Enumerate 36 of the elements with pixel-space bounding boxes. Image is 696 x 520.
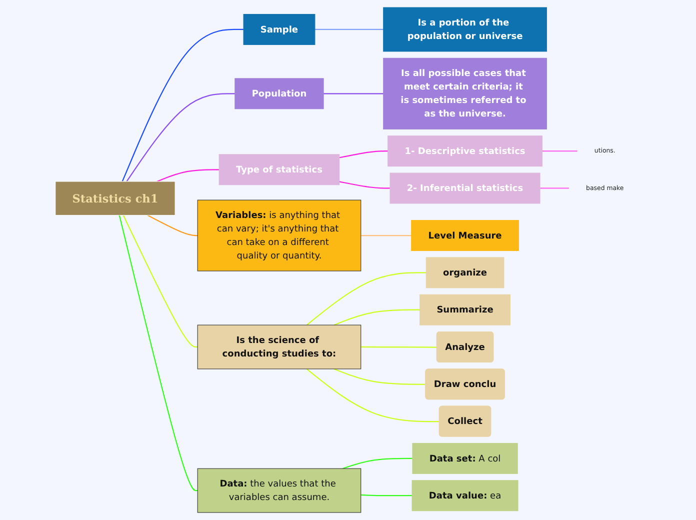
node-box: Statistics ch1	[55, 181, 176, 216]
node-box: Population	[234, 78, 324, 110]
node-box: Data set: A col	[412, 442, 518, 474]
node-box: Level Measure	[411, 220, 519, 251]
connector	[314, 28, 384, 30]
node-box: Is all possible cases that meet certain criteria; it is sometimes referred to as the universe.	[383, 58, 547, 130]
connector	[306, 368, 440, 422]
connector	[360, 494, 412, 496]
node-box: 1- Descriptive statistics	[388, 136, 542, 167]
connector	[306, 272, 426, 326]
connector	[122, 215, 198, 348]
node-box: 2- Inferential statistics	[390, 172, 540, 204]
connector	[118, 215, 198, 492]
node-box: Is the science of conducting studies to:	[197, 324, 362, 370]
connector	[126, 93, 235, 182]
connector	[540, 188, 570, 189]
connector	[542, 150, 578, 152]
node-box: Type of statistics	[218, 154, 340, 186]
node-box: Sample	[243, 14, 316, 45]
connector	[147, 214, 198, 236]
node-box: Data value: ea	[412, 480, 518, 512]
connector	[339, 181, 390, 189]
connector	[334, 368, 426, 385]
node-box: Is a portion of the population or universe	[383, 7, 547, 52]
connector	[324, 93, 384, 94]
connector	[360, 346, 437, 348]
connector	[156, 169, 220, 182]
connector	[334, 309, 420, 326]
node-box: Data: the values that the variables can assume.	[197, 468, 362, 513]
node-box: Variables: is anything that can vary; it's anything that can take on a different quality or quantity.	[197, 200, 362, 272]
connector	[360, 234, 412, 236]
connector	[342, 458, 412, 470]
connector	[339, 150, 388, 158]
node-box: Summarize	[420, 294, 510, 326]
node-box: organize	[426, 257, 504, 288]
connector	[122, 28, 244, 182]
